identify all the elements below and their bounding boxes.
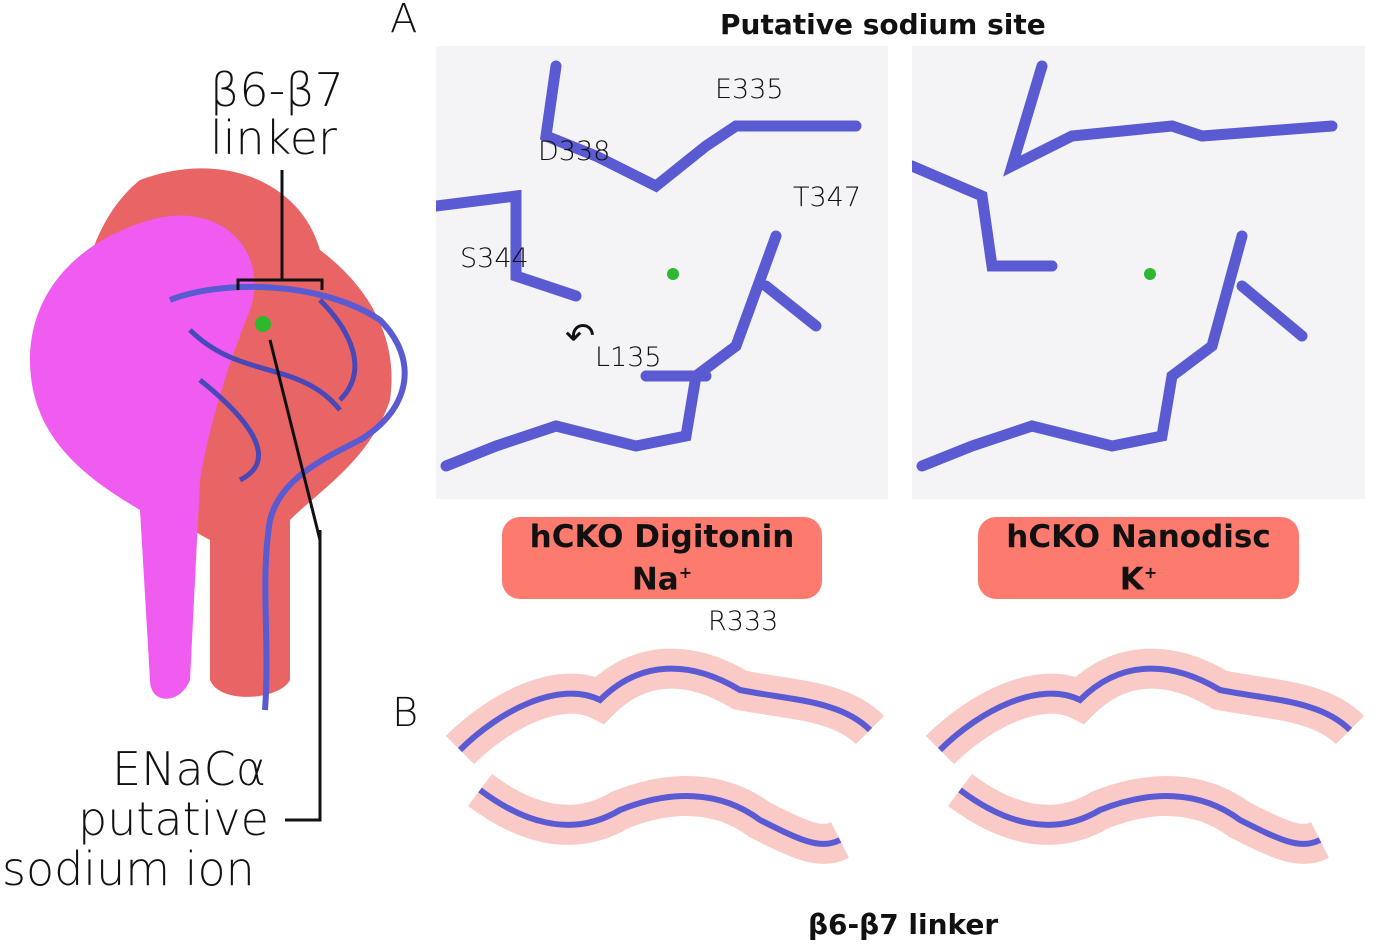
ion-charge: + <box>678 563 693 582</box>
density-map-nanodisc <box>912 46 1365 499</box>
condition-pill-nanodisc: hCKO Nanodisc K+ <box>978 517 1299 600</box>
ion-label-2: putative <box>78 792 269 846</box>
residue-label-s344: S344 <box>460 243 529 274</box>
linker-bracket <box>236 278 324 290</box>
residue-label-l135: L135 <box>595 342 662 373</box>
linker-density-digitonin <box>445 648 885 864</box>
density-map-digitonin <box>436 46 888 499</box>
residue-label-t347: T347 <box>793 182 862 213</box>
panel-letter-b: B <box>392 690 419 736</box>
linker-density-nanodisc <box>925 648 1365 864</box>
rotation-arrow-icon: ↶ <box>565 316 596 357</box>
linker-label-1: β6-β7 <box>210 63 344 117</box>
linker-label-2: linker <box>210 111 337 165</box>
panel-b-caption: β6-β7 linker <box>808 908 999 941</box>
residue-label-r333: R333 <box>708 606 779 637</box>
residue-label-e335: E335 <box>715 74 784 105</box>
condition-name: hCKO Digitonin <box>529 519 795 555</box>
panel-a-title: Putative sodium site <box>720 8 1046 41</box>
panel-letter-a: A <box>390 0 418 42</box>
ion-name: Na <box>631 561 679 598</box>
ion-label-1: ENaCα <box>112 742 267 796</box>
pointer-leader <box>285 530 322 822</box>
ion-name: K <box>1119 561 1144 598</box>
condition-pill-digitonin: hCKO Digitonin Na+ <box>502 517 822 600</box>
sodium-ion-marker <box>255 316 271 332</box>
ion-label-3: sodium ion <box>2 842 255 896</box>
enac-structure-illustration <box>30 168 408 730</box>
residue-label-d338: D338 <box>538 136 611 167</box>
ion-charge: + <box>1143 563 1158 582</box>
condition-name: hCKO Nanodisc <box>1006 519 1271 555</box>
